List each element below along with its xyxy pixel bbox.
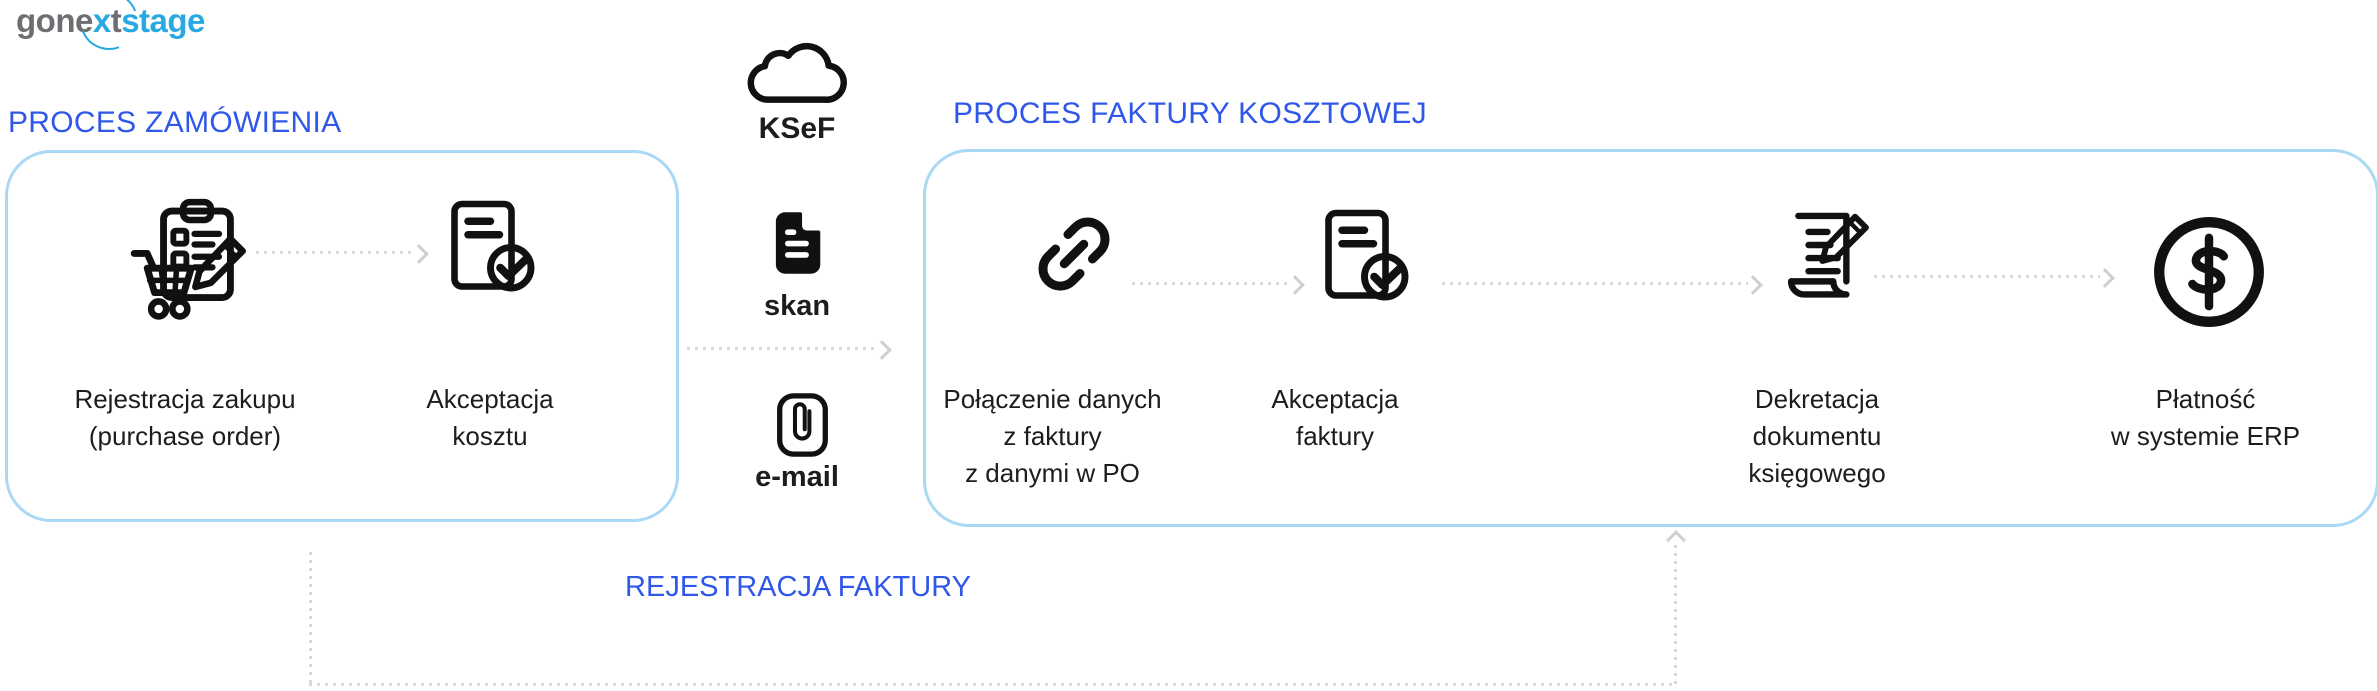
dotted-arrow [1874, 268, 2115, 288]
step-label-line: Połączenie danych [943, 384, 1162, 414]
logo-text-t: t [110, 2, 122, 39]
document-approved-icon [1318, 198, 1414, 318]
step-label: Płatność w systemie ERP [2078, 381, 2333, 455]
step-label-line: Dekretacja [1754, 384, 1880, 414]
step-label-line: księgowego [1748, 458, 1886, 488]
skan-label: skan [763, 290, 831, 322]
step-label-line: faktury [1295, 421, 1375, 451]
link-icon [1026, 196, 1122, 312]
step-label: Akceptacja kosztu [400, 381, 580, 455]
invoice-registration-path-down [309, 552, 312, 684]
dotted-arrow [256, 244, 429, 264]
arrowhead-up-icon [1666, 530, 1686, 550]
invoice-registration-label: REJESTRACJA FAKTURY [625, 571, 971, 603]
purchase-order-cart-icon [126, 194, 250, 326]
step-label: Połączenie danych z faktury z danymi w P… [925, 381, 1180, 492]
dotted-line [1874, 275, 2100, 278]
step-label-line: (purchase order) [88, 421, 282, 451]
dollar-circle-icon [2150, 212, 2268, 332]
step-label-line: z danymi w PO [965, 458, 1140, 488]
dotted-arrow [1442, 275, 1763, 295]
logo-text-x: x [92, 2, 111, 39]
invoice-process-title: PROCES FAKTURY KOSZTOWEJ [953, 97, 1427, 130]
dotted-arrow [687, 340, 892, 360]
step-label: Rejestracja zakupu (purchase order) [25, 381, 345, 455]
document-decree-icon [1778, 202, 1874, 320]
step-label-line: z faktury [1003, 421, 1102, 451]
ksef-label: KSeF [758, 112, 836, 145]
order-process-title: PROCES ZAMÓWIENIA [8, 106, 342, 139]
dotted-line [1442, 282, 1748, 285]
scan-document-icon [768, 210, 827, 276]
invoice-process-box [923, 149, 2377, 527]
cloud-icon [738, 30, 856, 114]
logo-text-stage: stage [121, 2, 205, 39]
step-label-line: w systemie ERP [2110, 421, 2301, 451]
arrowhead-right-icon [872, 340, 892, 360]
dotted-line [256, 251, 414, 254]
paperclip-icon [776, 392, 829, 458]
dotted-arrow [1132, 275, 1305, 295]
invoice-registration-path-up [1674, 545, 1677, 684]
step-label-line: Rejestracja zakupu [74, 384, 296, 414]
step-label: Akceptacja faktury [1240, 381, 1430, 455]
email-label: e-mail [755, 461, 839, 493]
step-label: Dekretacja dokumentu księgowego [1702, 381, 1932, 492]
dotted-line [687, 347, 877, 350]
order-process-box [5, 150, 679, 522]
document-approved-icon [444, 198, 540, 300]
step-label-line: dokumentu [1752, 421, 1882, 451]
step-label-line: Płatność [2155, 384, 2256, 414]
logo-circle-mark [70, 0, 148, 60]
step-label-line: kosztu [452, 421, 528, 451]
step-label-line: Akceptacja [426, 384, 554, 414]
dotted-line [1132, 282, 1290, 285]
gonextstage-logo: gonextstage [16, 0, 2377, 60]
invoice-registration-path-across [309, 683, 1676, 686]
step-label-line: Akceptacja [1271, 384, 1399, 414]
logo-text-gone: gone [16, 2, 93, 39]
